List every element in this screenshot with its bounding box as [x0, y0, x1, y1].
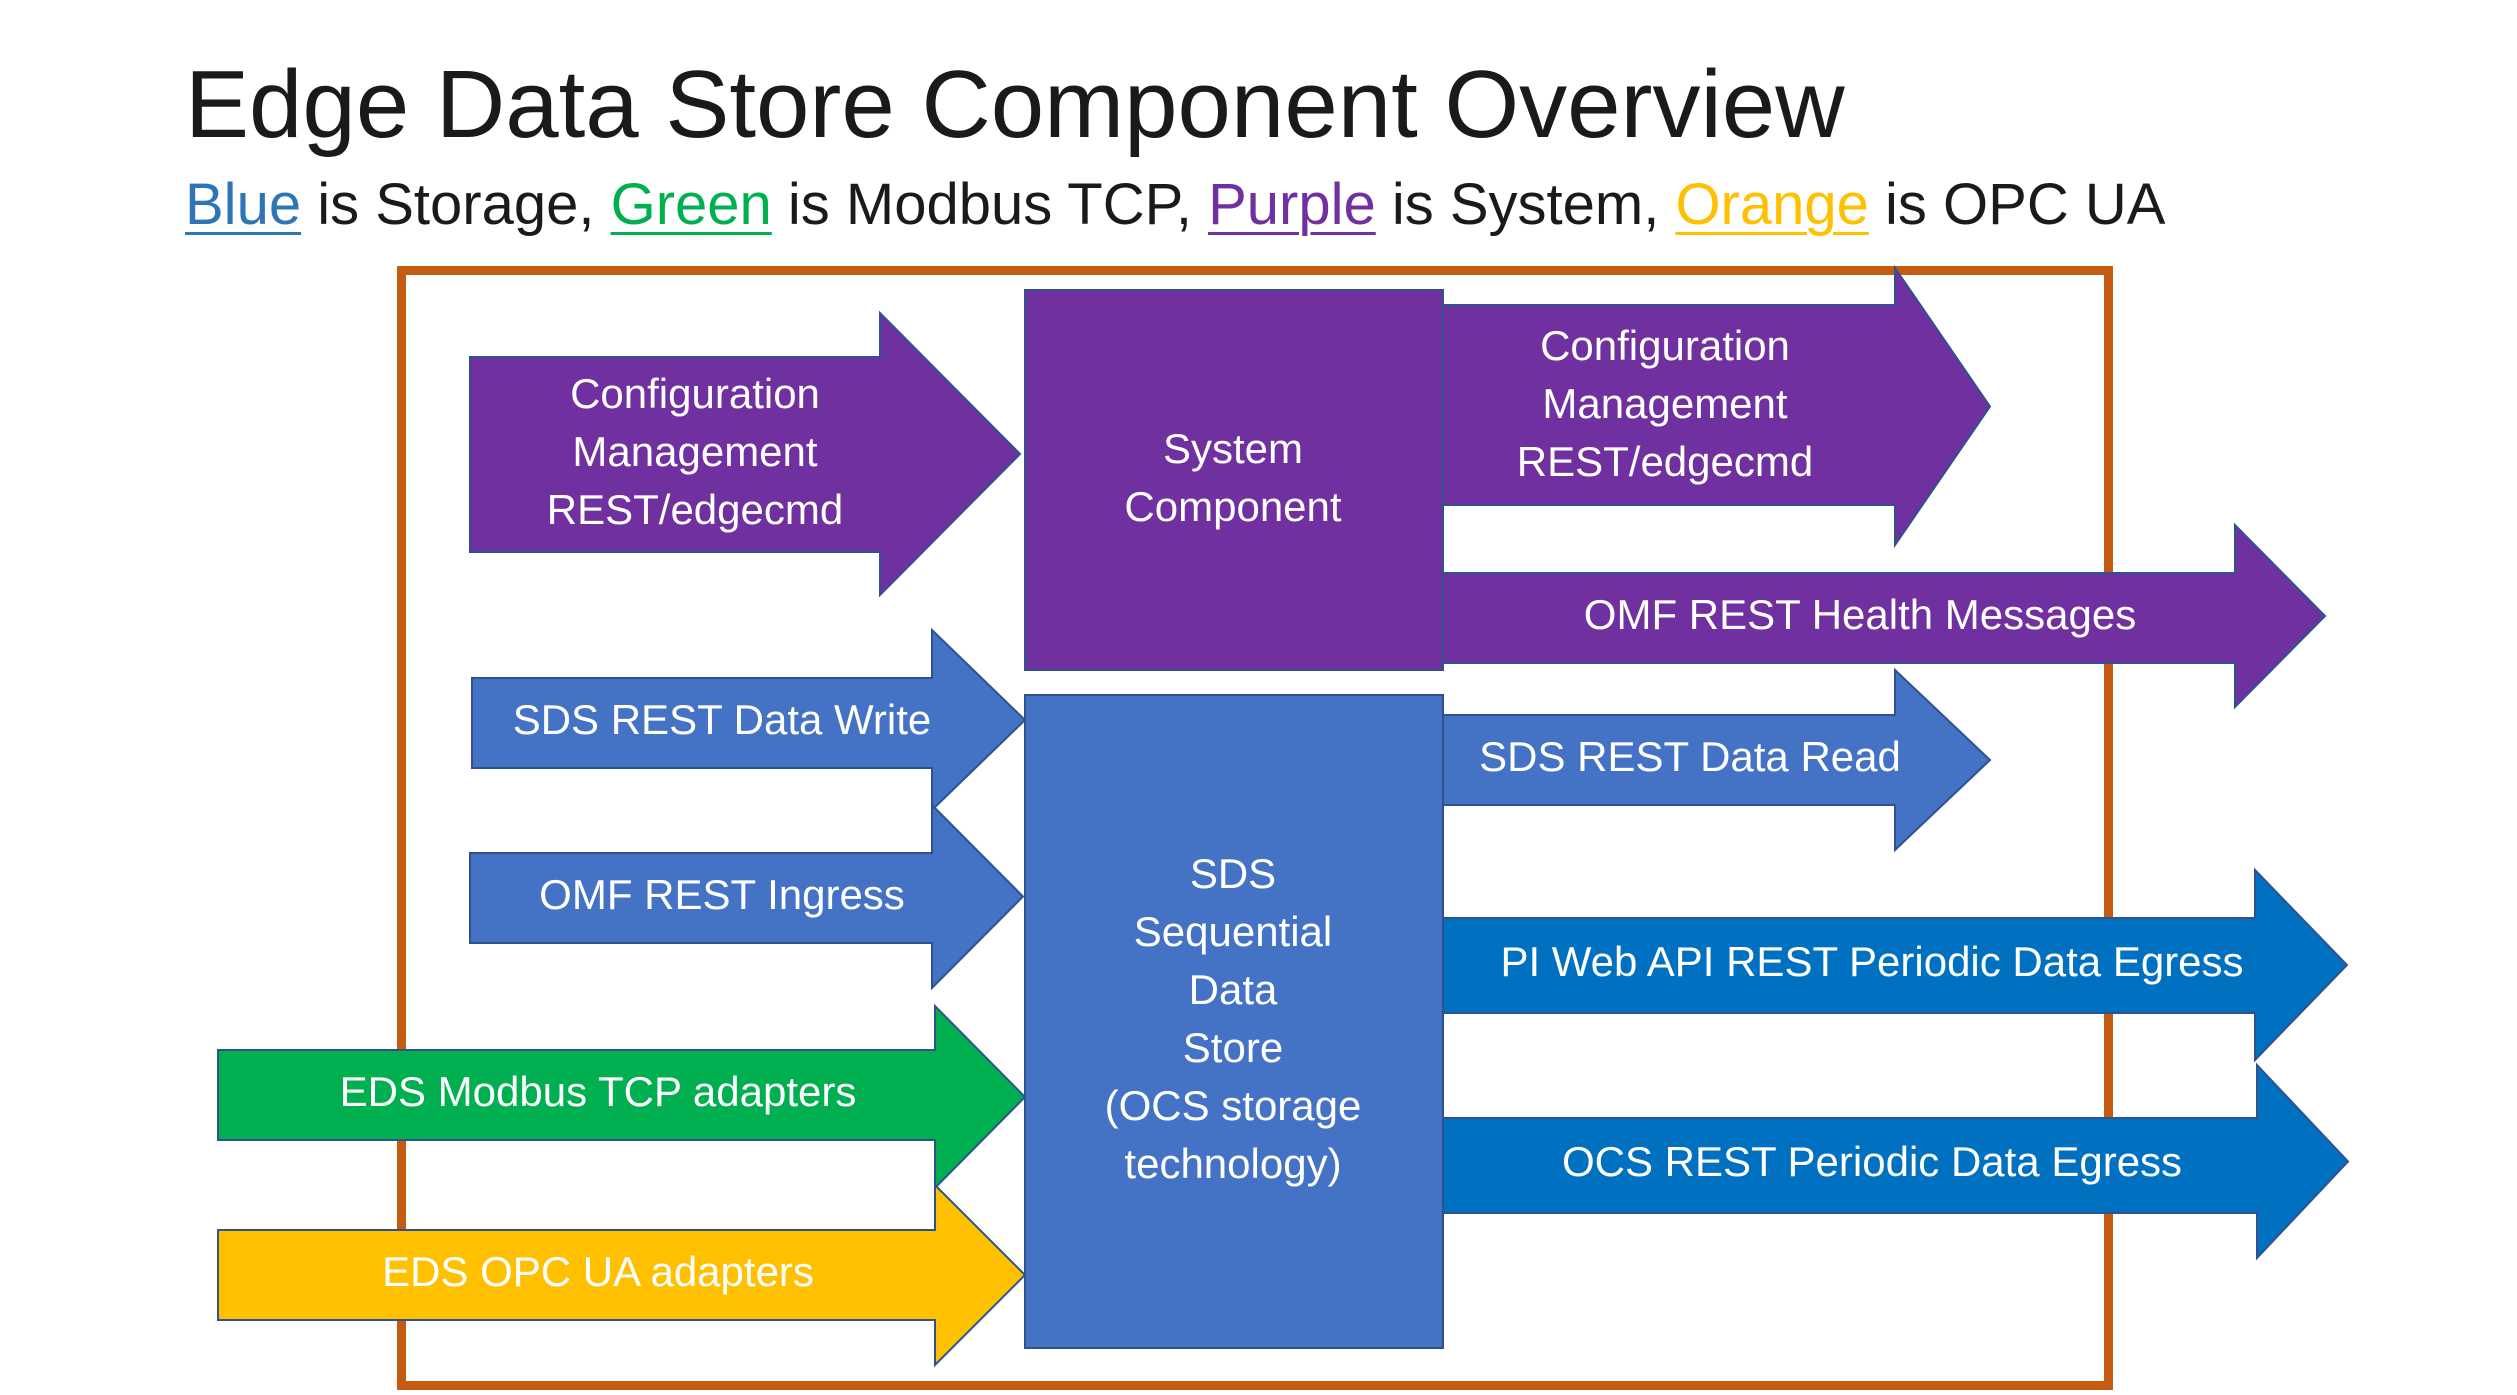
- config-in-label-line-1: Configuration: [570, 370, 820, 417]
- config-out-label-line-2: Management: [1542, 380, 1787, 427]
- sds-store-label-line-5: (OCS storage: [1105, 1082, 1362, 1129]
- config-out-label-line-1: Configuration: [1540, 322, 1790, 369]
- config-out-arrow: [1439, 264, 1992, 549]
- color-legend: Blue is Storage, Green is Modbus TCP, Pu…: [185, 170, 2165, 240]
- omf-ingress-label: OMF REST Ingress: [539, 871, 905, 918]
- sds-write-label: SDS REST Data Write: [513, 696, 932, 743]
- sds-store-label-line-2: Sequential: [1134, 908, 1333, 955]
- sds-store-label-line-6: technology): [1124, 1140, 1341, 1187]
- config-in-label-line-2: Management: [572, 428, 817, 475]
- omf-ingress-arrow: [469, 802, 1025, 991]
- omf-health-arrow: [1439, 522, 2327, 710]
- omf-health-label: OMF REST Health Messages: [1584, 591, 2136, 638]
- sds-store-label-line-4: Store: [1183, 1024, 1283, 1071]
- opcua-label: EDS OPC UA adapters: [382, 1248, 814, 1295]
- modbus-arrow: [217, 1003, 1027, 1191]
- legend-purple: Purple: [1208, 172, 1376, 237]
- pi-web-api-arrow: [1439, 867, 2349, 1063]
- opcua-arrow: [217, 1182, 1027, 1368]
- sds-read-arrow: [1436, 667, 1992, 853]
- pi-web-api-label: PI Web API REST Periodic Data Egress: [1500, 938, 2243, 985]
- config-out-label-line-3: REST/edgecmd: [1517, 438, 1813, 485]
- sds-store-box: [1024, 694, 1444, 1349]
- modbus-label: EDS Modbus TCP adapters: [340, 1068, 857, 1115]
- config-in-label-line-3: REST/edgecmd: [547, 486, 843, 533]
- legend-purple-text: is System,: [1375, 172, 1676, 237]
- ocs-egress-arrow: [1439, 1062, 2350, 1261]
- legend-green-text: is Modbus TCP,: [771, 172, 1209, 237]
- legend-blue: Blue: [185, 172, 302, 237]
- legend-blue-text: is Storage,: [301, 172, 611, 237]
- system-component-box: [1024, 289, 1444, 671]
- system-component-label-line-2: Component: [1124, 483, 1341, 530]
- legend-orange-text: is OPC UA: [1868, 172, 2166, 237]
- sds-read-label: SDS REST Data Read: [1479, 733, 1901, 780]
- sds-store-label-line-1: SDS: [1190, 850, 1276, 897]
- legend-green: Green: [610, 172, 772, 237]
- sds-store-label-line-3: Data: [1189, 966, 1278, 1013]
- system-component-label-line-1: System: [1163, 425, 1303, 472]
- ocs-egress-label: OCS REST Periodic Data Egress: [1562, 1138, 2182, 1185]
- edge-data-store-boundary: [397, 266, 2113, 1390]
- page-title: Edge Data Store Component Overview: [185, 51, 1845, 158]
- legend-orange: Orange: [1675, 172, 1869, 237]
- sds-write-arrow: [471, 627, 1027, 813]
- config-in-arrow: [469, 310, 1022, 598]
